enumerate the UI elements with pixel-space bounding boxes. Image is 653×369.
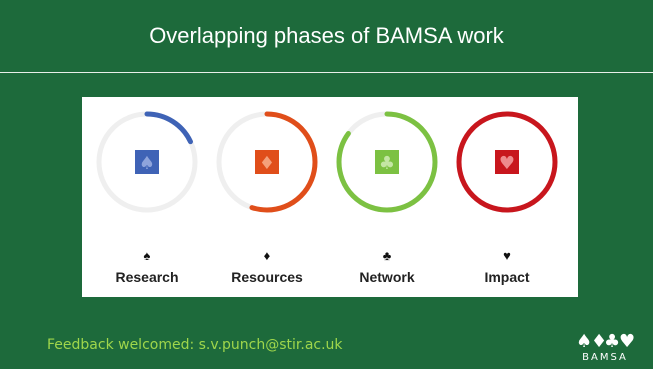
heart-suit-symbol: ♥: [503, 248, 511, 263]
svg-text:♠: ♠: [576, 331, 592, 352]
svg-text:♣: ♣: [604, 331, 620, 352]
phases-panel: ♠ ♠ Research ♦ ♦ Resources ♣ ♣ Networ: [82, 97, 578, 297]
phase-impact: ♥ ♥ Impact: [452, 97, 562, 297]
heart-icon: [495, 150, 519, 174]
impact-progress-ring: ♥: [456, 111, 558, 213]
club-icon: [375, 150, 399, 174]
svg-text:♦: ♦: [259, 153, 275, 174]
phase-label-impact: Impact: [484, 269, 530, 285]
spade-icon: [135, 150, 159, 174]
phase-label-network: Network: [359, 269, 415, 285]
logo-text: BAMSA: [582, 352, 628, 363]
resources-progress-ring: ♦: [216, 111, 318, 213]
svg-text:♥: ♥: [619, 331, 635, 352]
research-progress-ring: ♠: [96, 111, 198, 213]
phase-research: ♠ ♠ Research: [92, 97, 202, 297]
title-divider: [0, 72, 653, 73]
spade-suit-symbol: ♠: [143, 248, 151, 263]
svg-text:♥: ♥: [499, 153, 515, 174]
phase-resources: ♦ ♦ Resources: [212, 97, 322, 297]
slide-title: Overlapping phases of BAMSA work: [149, 23, 504, 48]
logo-suits-icon: ♠ ♦ ♣ ♥: [576, 331, 635, 352]
network-progress-ring: ♣: [336, 111, 438, 213]
svg-text:♣: ♣: [379, 153, 395, 174]
phase-label-research: Research: [115, 269, 179, 285]
club-suit-symbol: ♣: [382, 248, 392, 263]
phase-network: ♣ ♣ Network: [332, 97, 442, 297]
diamond-icon: [255, 150, 279, 174]
svg-text:♦: ♦: [591, 331, 607, 352]
feedback-text: Feedback welcomed: s.v.punch@stir.ac.uk: [47, 337, 343, 353]
diamond-suit-symbol: ♦: [263, 248, 271, 263]
svg-text:♠: ♠: [139, 153, 155, 174]
phase-label-resources: Resources: [231, 269, 303, 285]
bamsa-logo: ♠ ♦ ♣ ♥ BAMSA: [572, 327, 638, 367]
